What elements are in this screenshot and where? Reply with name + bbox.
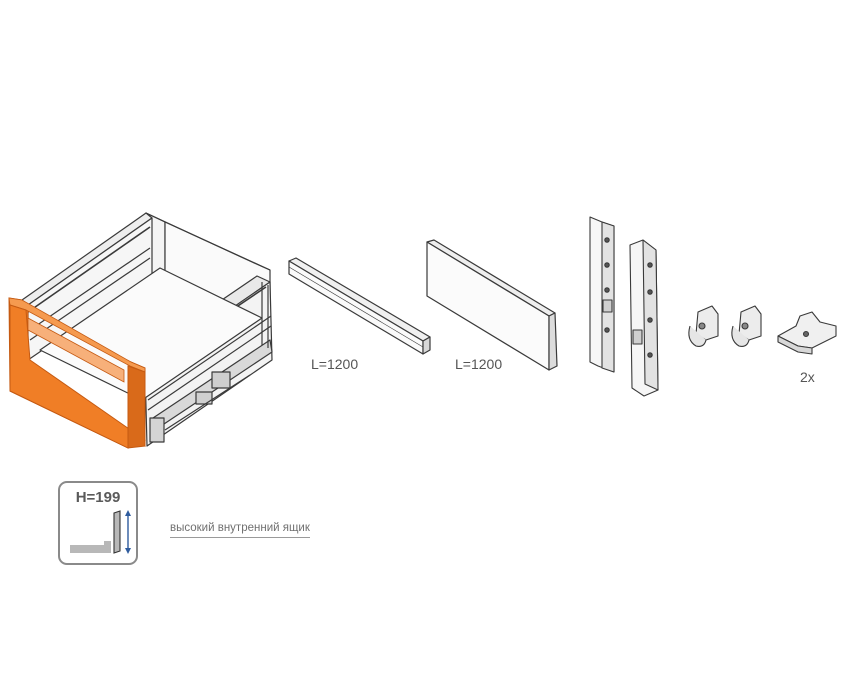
badge-description: высокий внутренний ящик: [170, 522, 310, 538]
front-connectors: [589, 216, 659, 397]
hook-clips: [688, 305, 762, 347]
front-panel: [8, 297, 146, 449]
bracket-quantity-label: 2x: [800, 369, 815, 385]
panel-length-label: L=1200: [455, 356, 503, 372]
drawer-height-icon: [70, 510, 131, 554]
back-panel: [426, 239, 558, 371]
height-badge: H=199: [58, 481, 138, 565]
mounting-bracket: [777, 311, 837, 355]
rail-length-label: L=1200: [311, 356, 359, 372]
side-rail: [288, 257, 431, 355]
height-label: H=199: [75, 489, 121, 506]
